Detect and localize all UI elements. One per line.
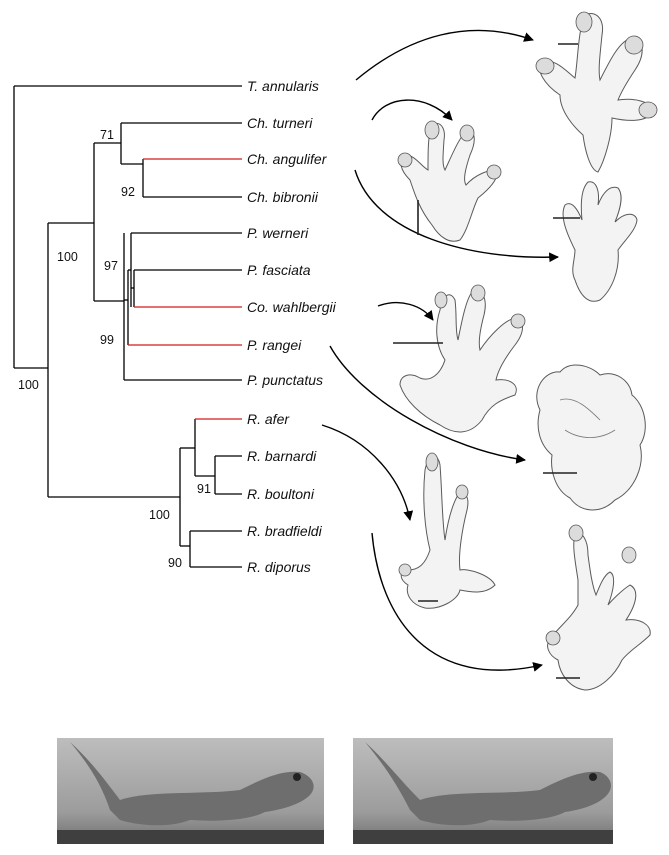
taxon-label: Ch. bibronii — [247, 189, 319, 205]
arrow-t-annularis — [356, 30, 533, 80]
arrow-co-wahlbergii — [378, 303, 433, 320]
support-value: 97 — [104, 259, 118, 273]
taxon-labels: T. annularis Ch. turneri Ch. angulifer C… — [247, 78, 337, 575]
taxon-label: P. rangei — [247, 337, 302, 353]
support-value: 90 — [168, 556, 182, 570]
taxon-label: R. barnardi — [247, 448, 317, 464]
support-value: 99 — [100, 333, 114, 347]
taxon-label: Ch. turneri — [247, 115, 313, 131]
taxon-label: Ch. angulifer — [247, 151, 328, 167]
p-rangei-foot-illustration — [537, 365, 646, 510]
arrow-ch-turneri — [372, 100, 452, 120]
support-value: 100 — [18, 378, 39, 392]
taxon-label: R. afer — [247, 411, 290, 427]
taxon-label: P. punctatus — [247, 372, 323, 388]
support-value: 92 — [121, 185, 135, 199]
support-value: 91 — [197, 482, 211, 496]
r-bradfieldi-foot-illustration — [546, 525, 650, 690]
support-values: 100 100 71 92 97 99 100 91 90 — [18, 128, 211, 570]
support-value: 100 — [149, 508, 170, 522]
taxon-label: R. boultoni — [247, 486, 315, 502]
gecko-photo-right — [353, 738, 613, 844]
ch-angulifer-foot-illustration — [553, 182, 637, 302]
support-value: 100 — [57, 250, 78, 264]
arrow-r-afer — [322, 425, 410, 520]
co-wahlbergii-foot-illustration — [393, 285, 525, 432]
r-afer-foot-illustration — [399, 453, 495, 608]
taxon-label: R. diporus — [247, 559, 311, 575]
taxon-label: P. fasciata — [247, 262, 311, 278]
t-annularis-foot-illustration — [536, 12, 657, 172]
gecko-photo-left — [57, 738, 324, 844]
taxon-label: R. bradfieldi — [247, 523, 323, 539]
taxon-label: P. werneri — [247, 225, 309, 241]
taxon-label: T. annularis — [247, 78, 319, 94]
taxon-label: Co. wahlbergii — [247, 299, 337, 315]
support-value: 71 — [100, 128, 114, 142]
ch-turneri-foot-illustration — [398, 121, 501, 241]
